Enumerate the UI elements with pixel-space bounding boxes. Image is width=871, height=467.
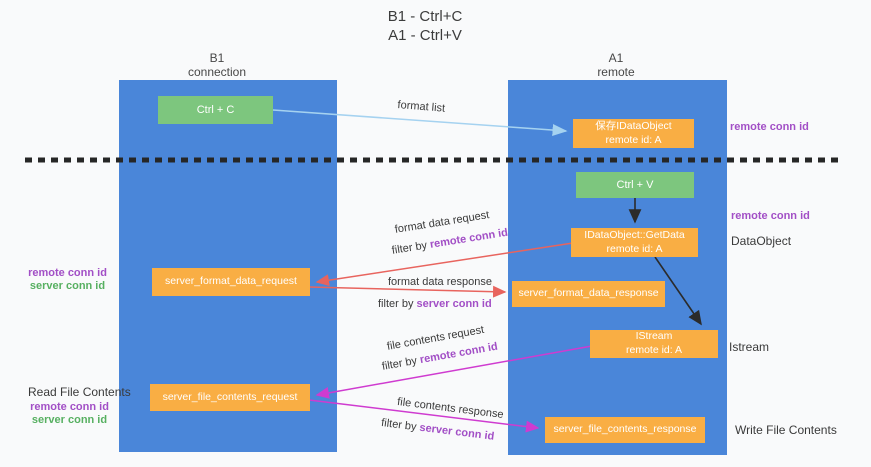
- side-label-write-file-contents: Write File Contents: [735, 423, 837, 437]
- arrow-format-data-response: [308, 285, 507, 298]
- side-label-read-file-contents: Read File Contents: [28, 385, 131, 399]
- side-label-remote-conn-id-top: remote conn id: [730, 121, 809, 133]
- conn-id-pair-file: remote conn id server conn id: [22, 401, 117, 427]
- node-ctrl-c: Ctrl + C: [158, 96, 273, 124]
- remote-conn-id-label: remote conn id: [30, 401, 109, 413]
- node-istream-line1: IStream: [635, 330, 673, 343]
- diagram-title: B1 - Ctrl+C A1 - Ctrl+V: [355, 7, 495, 45]
- lane-header-a1: A1 remote: [576, 51, 656, 79]
- node-server-file-contents-response-label: server_file_contents_response: [553, 423, 697, 436]
- lane-header-b1: B1 connection: [177, 51, 257, 79]
- server-conn-id-label: server conn id: [29, 280, 106, 292]
- server-conn-id-label: server conn id: [31, 414, 108, 426]
- arrow-format-data-request: [315, 242, 574, 287]
- arrow-file-contents-request: [315, 345, 593, 399]
- server-conn-id-key: server conn id: [416, 298, 492, 310]
- lane-a1-title: A1: [608, 51, 624, 65]
- node-save-idataobject: 保存IDataObject remote id: A: [573, 119, 694, 148]
- arrow-getdata-to-istream: [654, 256, 702, 326]
- node-idataobject-getdata-line1: IDataObject::GetData: [584, 228, 685, 241]
- remote-conn-id-label: remote conn id: [28, 267, 107, 279]
- side-label-istream: Istream: [729, 340, 770, 354]
- lane-b1-subtitle: connection: [187, 65, 247, 79]
- node-istream: IStream remote id: A: [590, 330, 718, 358]
- node-ctrl-v: Ctrl + V: [576, 172, 694, 198]
- edge-label-format-data-response: format data response: [388, 276, 492, 288]
- node-istream-line2: remote id: A: [625, 344, 683, 356]
- node-server-file-contents-request: server_file_contents_request: [150, 384, 310, 411]
- node-server-file-contents-request-label: server_file_contents_request: [162, 390, 298, 403]
- side-label-remote-conn-id-mid: remote conn id: [731, 210, 810, 222]
- node-ctrl-c-label: Ctrl + C: [196, 103, 235, 116]
- title-line-2: A1 - Ctrl+V: [388, 27, 462, 44]
- node-server-file-contents-response: server_file_contents_response: [545, 417, 705, 443]
- arrow-file-contents-response: [308, 399, 540, 433]
- node-ctrl-v-label: Ctrl + V: [616, 178, 654, 191]
- title-line-1: B1 - Ctrl+C: [387, 8, 463, 25]
- conn-id-pair-format: remote conn id server conn id: [20, 267, 115, 293]
- lane-b1-title: B1: [209, 51, 225, 65]
- arrow-format-list: [272, 109, 568, 137]
- node-server-format-data-request: server_format_data_request: [152, 268, 310, 296]
- side-label-dataobject: DataObject: [731, 234, 792, 248]
- node-server-format-data-request-label: server_format_data_request: [165, 275, 297, 288]
- node-idataobject-getdata: IDataObject::GetData remote id: A: [571, 228, 698, 257]
- node-server-format-data-response: server_format_data_response: [512, 281, 665, 307]
- node-save-idataobject-line2: remote id: A: [605, 133, 662, 146]
- node-idataobject-getdata-line2: remote id: A: [606, 242, 663, 255]
- lane-a1-subtitle: remote: [597, 65, 635, 79]
- filter-by-text: filter by: [378, 298, 417, 310]
- edge-label-format-data-response-filter: filter by server conn id: [378, 298, 492, 310]
- node-save-idataobject-line1: 保存IDataObject: [595, 119, 672, 132]
- node-server-format-data-response-label: server_format_data_response: [518, 287, 659, 300]
